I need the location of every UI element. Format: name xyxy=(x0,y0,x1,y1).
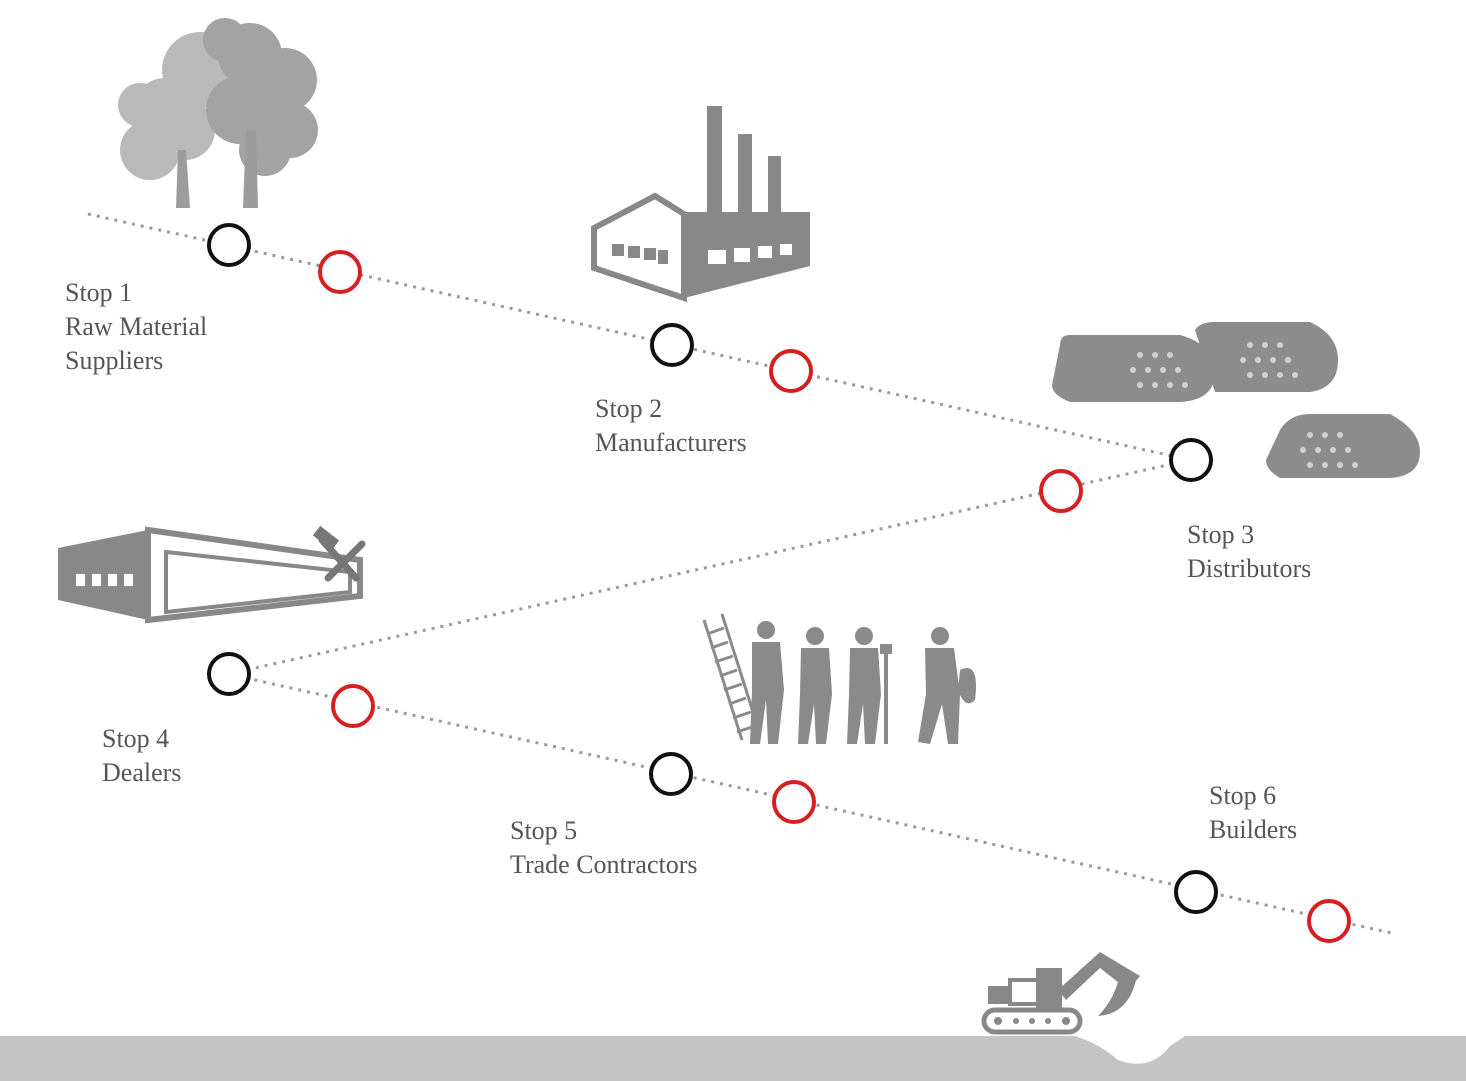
stop-1-marker[interactable] xyxy=(207,223,251,267)
stop-3-name-line-1: Distributors xyxy=(1187,554,1312,583)
transition-marker-3[interactable] xyxy=(1039,469,1083,513)
stop-6-name-line-1: Builders xyxy=(1209,815,1298,844)
stop-2-marker[interactable] xyxy=(650,323,694,367)
stop-4-marker[interactable] xyxy=(207,652,251,696)
transition-marker-6[interactable] xyxy=(1307,899,1351,943)
stop-5-name-line-1: Trade Contractors xyxy=(510,850,698,879)
path-lines xyxy=(87,212,1397,936)
transition-markers xyxy=(318,250,1351,943)
stop-2-label: Stop 2 Manufacturers xyxy=(595,392,747,460)
stop-6-marker[interactable] xyxy=(1174,870,1218,914)
warehouse-tools-icon xyxy=(58,525,366,624)
stop-3-number: Stop 3 xyxy=(1187,520,1255,549)
stop-5-number: Stop 5 xyxy=(510,816,578,845)
stop-1-label: Stop 1 Raw Material Suppliers xyxy=(65,276,207,378)
stop-4-label: Stop 4 Dealers xyxy=(102,722,181,790)
stop-1-name-line-2: Suppliers xyxy=(65,346,164,375)
stop-2-number: Stop 2 xyxy=(595,394,663,423)
transition-marker-1[interactable] xyxy=(318,250,362,294)
transition-marker-4[interactable] xyxy=(331,684,375,728)
lumber-stacks-icon xyxy=(1052,322,1420,478)
stop-1-name-line-1: Raw Material xyxy=(65,312,208,341)
stop-6-number: Stop 6 xyxy=(1209,781,1277,810)
stop-1-number: Stop 1 xyxy=(65,278,133,307)
transition-marker-2[interactable] xyxy=(769,349,813,393)
stop-4-name-line-1: Dealers xyxy=(102,758,182,787)
stop-markers xyxy=(207,223,1218,914)
path-segment-2 xyxy=(227,458,1191,676)
stop-6-label: Stop 6 Builders xyxy=(1209,779,1297,847)
stop-4-number: Stop 4 xyxy=(102,724,170,753)
stop-3-label: Stop 3 Distributors xyxy=(1187,518,1311,586)
trees-icon xyxy=(118,18,318,208)
ground-band xyxy=(0,1036,1466,1081)
stop-5-label: Stop 5 Trade Contractors xyxy=(510,814,698,882)
stop-5-marker[interactable] xyxy=(649,752,693,796)
stop-3-marker[interactable] xyxy=(1169,438,1213,482)
transition-marker-5[interactable] xyxy=(772,780,816,824)
workers-icon xyxy=(702,613,976,744)
stop-2-name-line-1: Manufacturers xyxy=(595,428,747,457)
excavator-icon xyxy=(981,952,1140,1035)
factory-icon xyxy=(591,106,810,303)
path-segment-3 xyxy=(227,672,1397,936)
